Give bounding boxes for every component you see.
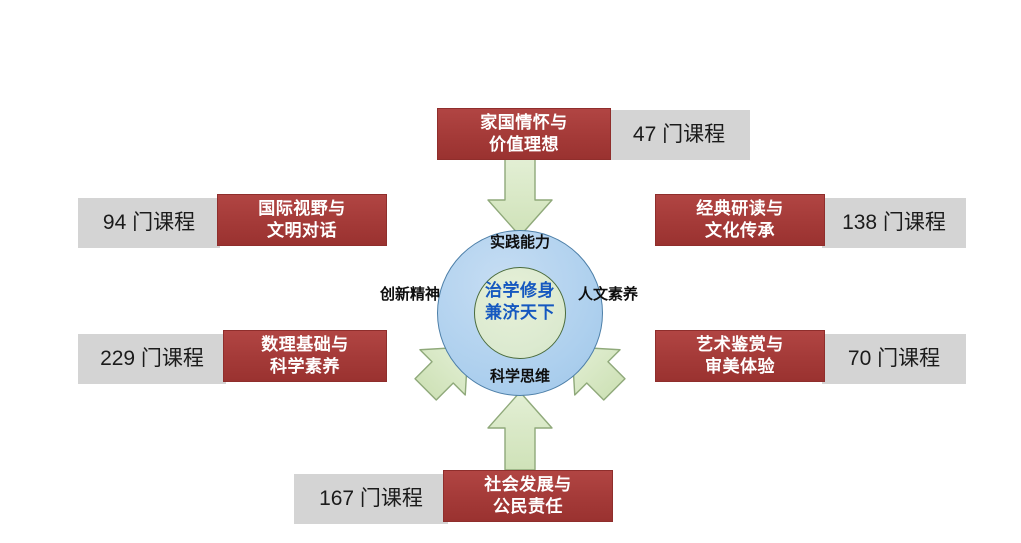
- arrow-bottom: [487, 391, 553, 471]
- module-title-top-line-2: 价值理想: [489, 135, 559, 154]
- core-motto-line-2: 兼济天下: [485, 303, 555, 322]
- core-motto-line-1: 治学修身: [485, 281, 555, 300]
- module-title-lower-right[interactable]: 艺术鉴赏与 审美体验: [655, 330, 825, 382]
- ring-label-left: 创新精神: [380, 286, 441, 303]
- ring-label-right: 人文素养: [578, 286, 639, 303]
- module-title-upper-left[interactable]: 国际视野与 文明对话: [217, 194, 387, 246]
- module-count-bottom-label: 167 门课程: [319, 487, 423, 510]
- module-count-upper-left: 94 门课程: [78, 198, 220, 248]
- module-title-upper-left-line-1: 国际视野与: [258, 199, 346, 218]
- arrow-top: [487, 157, 553, 237]
- module-title-lower-left-line-1: 数理基础与: [261, 335, 349, 354]
- module-count-top: 47 门课程: [608, 110, 750, 160]
- module-title-bottom-line-1: 社会发展与: [484, 475, 572, 494]
- ring-label-top: 实践能力: [489, 234, 550, 251]
- module-title-upper-right-line-2: 文化传承: [705, 221, 775, 240]
- module-title-upper-right-line-1: 经典研读与: [696, 199, 784, 218]
- module-count-upper-right-label: 138 门课程: [842, 211, 946, 234]
- module-count-upper-left-label: 94 门课程: [102, 211, 196, 234]
- module-title-lower-right-line-2: 审美体验: [705, 357, 775, 376]
- module-title-bottom-line-2: 公民责任: [493, 497, 563, 516]
- module-count-lower-left-label: 229 门课程: [100, 347, 204, 370]
- module-count-top-label: 47 门课程: [632, 123, 726, 146]
- module-title-lower-left-line-2: 科学素养: [270, 357, 340, 376]
- ring-label-bottom: 科学思维: [489, 368, 550, 385]
- module-title-lower-right-line-1: 艺术鉴赏与: [696, 335, 784, 354]
- module-count-lower-right-label: 70 门课程: [847, 347, 941, 370]
- module-title-top[interactable]: 家国情怀与 价值理想: [437, 108, 611, 160]
- module-count-bottom: 167 门课程: [294, 474, 448, 524]
- module-title-top-line-1: 家国情怀与: [480, 113, 568, 132]
- module-title-upper-right[interactable]: 经典研读与 文化传承: [655, 194, 825, 246]
- module-title-bottom[interactable]: 社会发展与 公民责任: [443, 470, 613, 522]
- module-count-lower-right: 70 门课程: [822, 334, 966, 384]
- core-motto: 治学修身 兼济天下: [466, 280, 574, 324]
- module-title-upper-left-line-2: 文明对话: [267, 221, 337, 240]
- module-count-lower-left: 229 门课程: [78, 334, 226, 384]
- module-title-lower-left[interactable]: 数理基础与 科学素养: [223, 330, 387, 382]
- module-count-upper-right: 138 门课程: [822, 198, 966, 248]
